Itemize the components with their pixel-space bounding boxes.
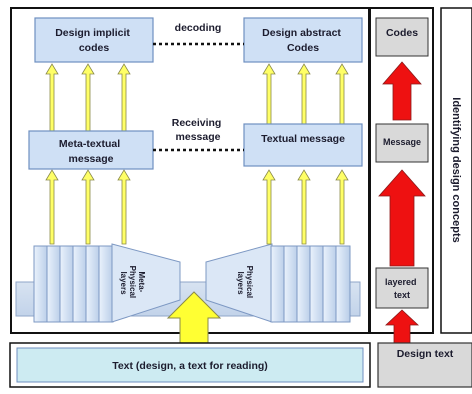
- design-abstract-codes-label: Design abstract Codes: [262, 27, 344, 54]
- design-text-label: Design text: [397, 348, 454, 360]
- meta-textual-message-label: Meta-textual message: [59, 138, 123, 165]
- meta-textual-message-box: [28, 130, 154, 170]
- meta-physical-slabs: [33, 243, 181, 323]
- design-implicit-codes-box: [34, 17, 154, 63]
- red-arrow-middle: [378, 169, 426, 267]
- identifying-panel: [440, 7, 472, 334]
- design-abstract-codes-box: [243, 17, 363, 63]
- message-label: Message: [383, 137, 421, 147]
- layered-text-label: layered text: [385, 277, 419, 300]
- message-box: [375, 123, 429, 163]
- textual-message-box: [243, 123, 363, 167]
- codes-label: Codes: [386, 27, 418, 39]
- design-text-box: [377, 342, 472, 388]
- design-implicit-codes-label: Design implicit codes: [55, 27, 133, 54]
- layered-text-box: [375, 267, 429, 309]
- decoding-label: decoding: [175, 22, 222, 34]
- identifying-label: Identifying design concepts: [450, 97, 462, 242]
- meta-physical-label: Meta- Physical layers: [119, 266, 146, 301]
- physical-slabs: [205, 243, 351, 323]
- text-reading-label: Text (design, a text for reading): [112, 360, 268, 372]
- textual-message-label: Textual message: [261, 133, 345, 145]
- physical-label: Physical layers: [236, 266, 254, 301]
- yellow-arrows-right-upper: [262, 63, 349, 125]
- red-arrow-upper: [382, 61, 422, 121]
- yellow-arrows-left-lower: [45, 169, 131, 245]
- yellow-arrows-right-lower: [262, 169, 349, 245]
- text-reading-bar: [16, 347, 364, 383]
- yellow-arrows-left-upper: [45, 63, 131, 132]
- receiving-message-label: Receiving message: [172, 117, 225, 143]
- codes-box: [375, 17, 429, 57]
- red-arrow-lower: [384, 309, 420, 345]
